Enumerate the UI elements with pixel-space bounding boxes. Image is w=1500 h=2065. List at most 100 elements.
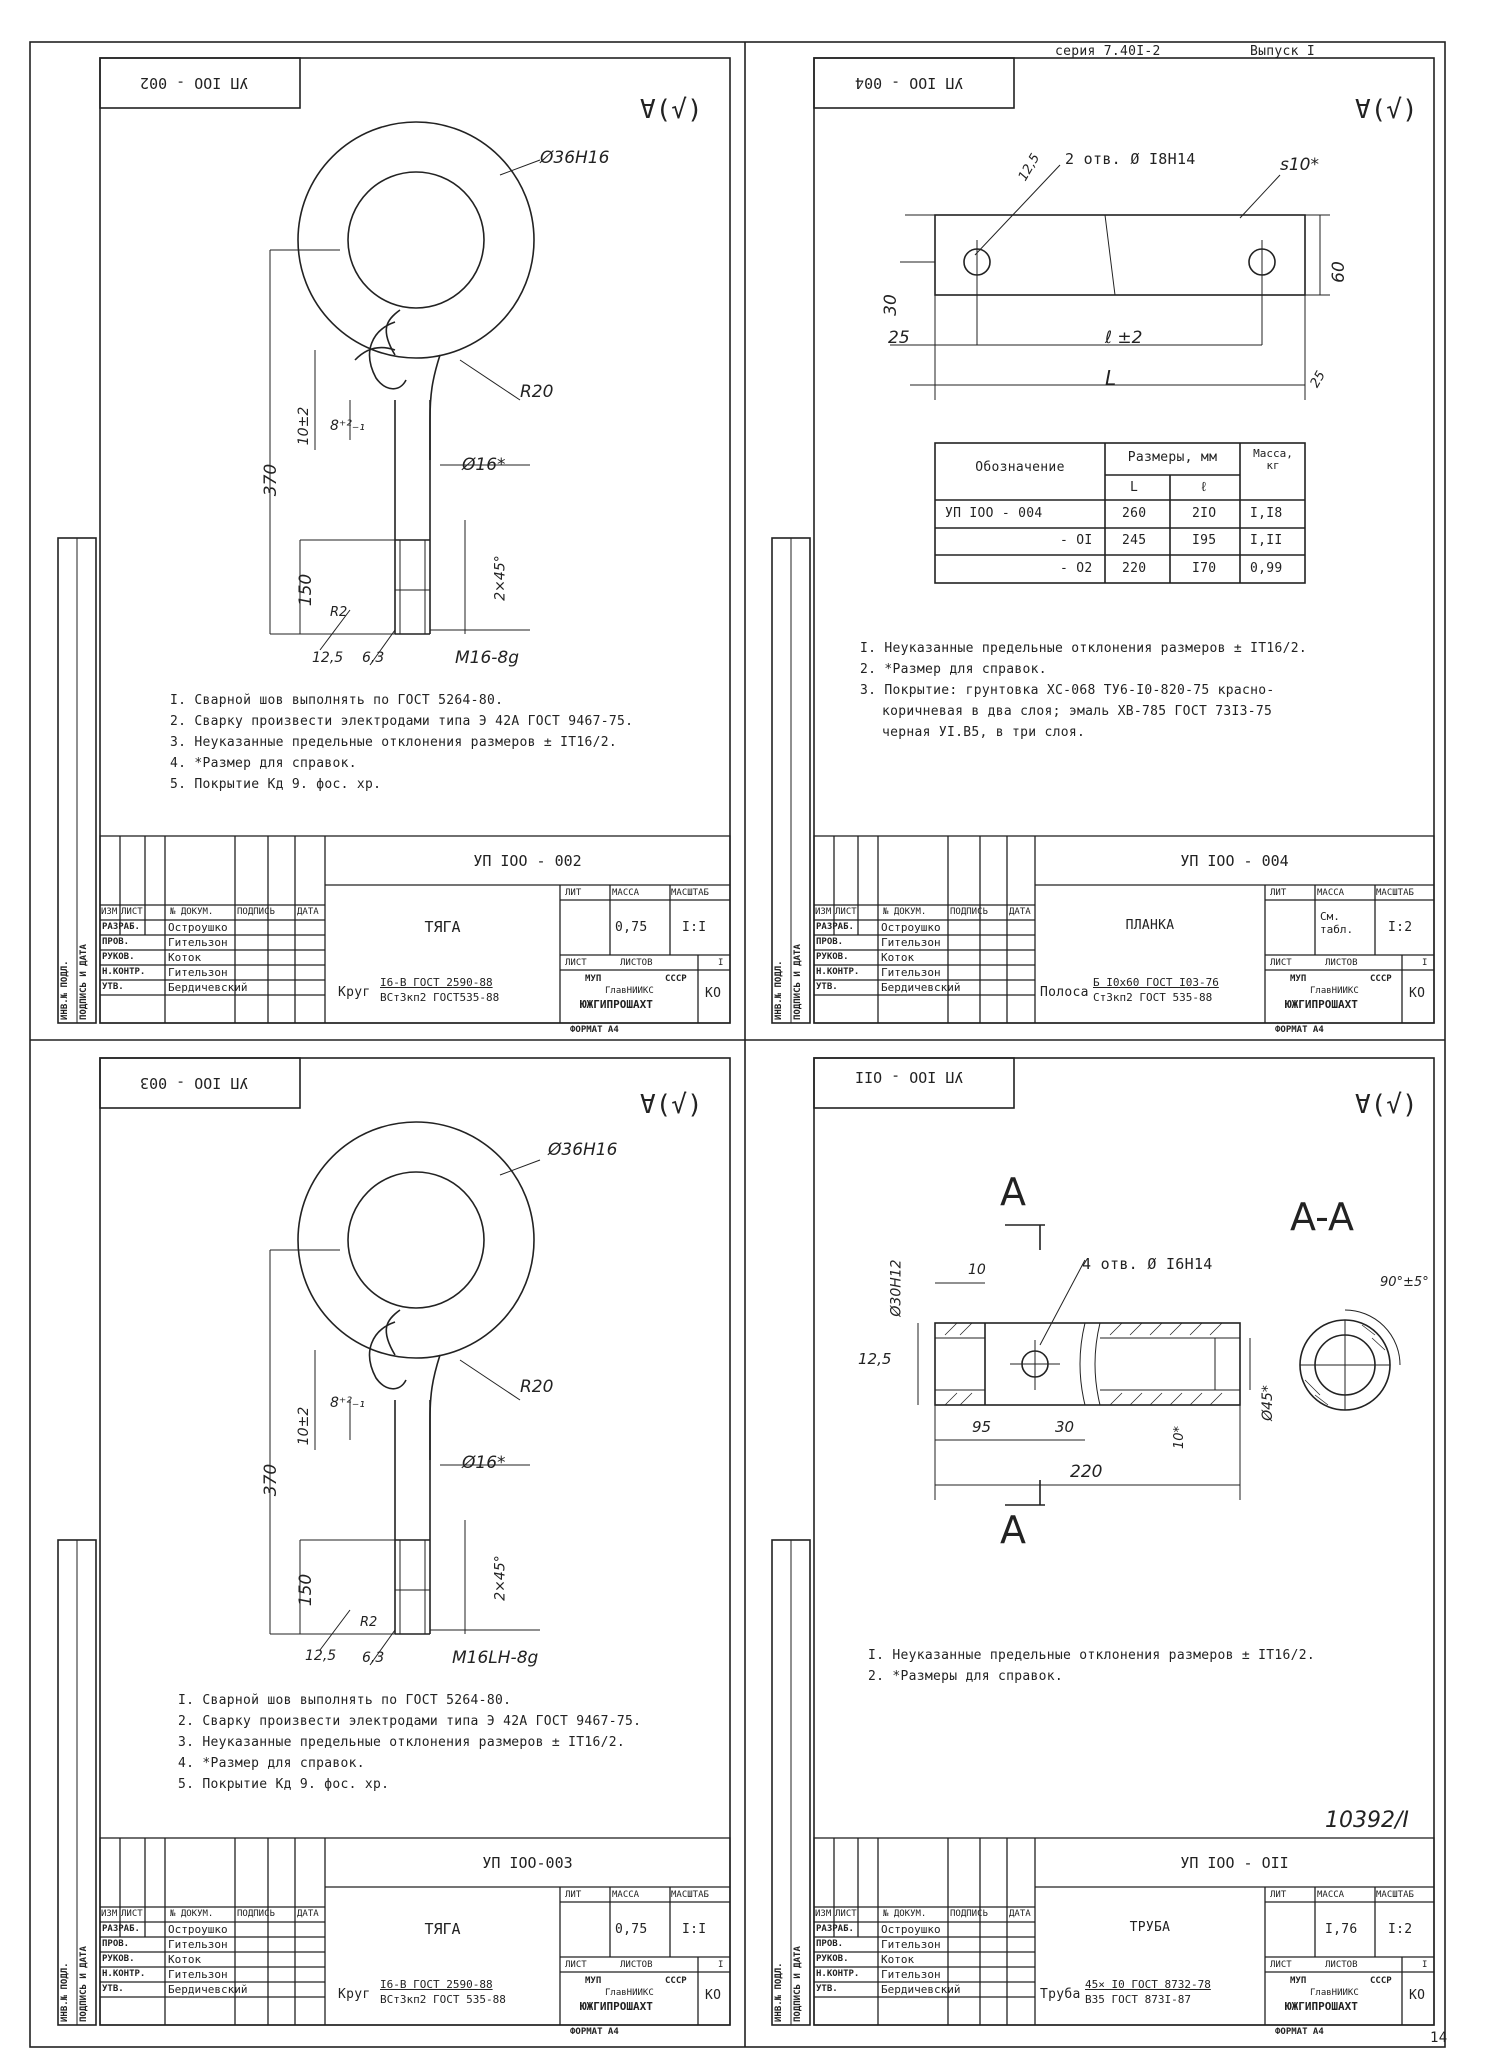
tb-doc-code: КО [705, 1988, 722, 2003]
note-line: черная УI.В5, в три слоя. [882, 725, 1086, 740]
tb-code: УП IOO-003 [482, 1854, 573, 1872]
tb-org-glav: ГлавНИИКС [605, 1988, 654, 1998]
table-cell: - O2 [1060, 561, 1093, 576]
dim-chamfer: 2×45° [492, 1555, 509, 1601]
table-cell: 2IO [1192, 506, 1217, 521]
tb-material-spec: Б I0х60 ГОСТ I03-76 [1093, 976, 1219, 989]
tb-material-spec: I6-В ГОСТ 2590-88 [380, 976, 493, 989]
tb-name: ПЛАНКА [1125, 918, 1175, 933]
note-line: 2. Сварку произвести электродами типа Э … [170, 714, 634, 729]
tb-list: ЛИСТ [565, 958, 587, 968]
dim-bore: Ø30H12 [888, 1259, 905, 1317]
tb-role: ПРОВ. [816, 1939, 844, 1949]
tb-listov: ЛИСТОВ [1325, 1960, 1358, 1970]
tb-material-spec: I6-В ГОСТ 2590-88 [380, 1978, 493, 1991]
tb-name: ТЯГА [424, 918, 461, 936]
tb-format: ФОРМАТ А4 [570, 1025, 619, 1035]
dim-rod-diameter: Ø16* [462, 455, 506, 475]
tb-person: Гительзон [881, 1968, 941, 1981]
tb-massa: МАССА [1317, 1890, 1345, 1900]
tb-person: Бердичевский [168, 1983, 248, 1996]
mirrored-code: УП IOO - OII [855, 1068, 964, 1086]
table-subheader-L: L [1130, 480, 1139, 495]
dim-outer-dia: Ø45* [1259, 1385, 1276, 1421]
note-line: 2. *Размер для справок. [860, 662, 1047, 677]
side-label-inv: ИНВ.№ ПОДЛ. [774, 960, 784, 1020]
tb-org-mup: МУП [585, 1976, 602, 1986]
tb-masshtab: МАСШТАБ [671, 1890, 709, 1900]
tb-col-date: ДАТА [1009, 907, 1031, 917]
note-line: I. Неуказанные предельные отклонения раз… [860, 641, 1307, 656]
tb-format: ФОРМАТ А4 [1275, 2027, 1324, 2037]
tb-role: РУКОВ. [102, 952, 135, 962]
tb-col-list: ЛИСТ [121, 907, 143, 917]
dim-height-30: 30 [880, 294, 901, 316]
tb-name: ТРУБА [1129, 1920, 1171, 1935]
tb-scale: I:2 [1388, 920, 1413, 935]
tb-mass: 0,75 [615, 1922, 648, 1937]
tb-col-date: ДАТА [297, 1909, 319, 1919]
tb-org-name: ЮЖГИПРОШАХТ [1285, 998, 1358, 1011]
tb-doc-code: КО [1409, 986, 1426, 1001]
tb-list-num: I [1422, 958, 1428, 968]
dim-thread-length: 150 [296, 573, 317, 607]
table-cell: I70 [1192, 561, 1217, 576]
tb-code: УП IOO - 002 [473, 852, 582, 870]
table-cell: I,II [1250, 533, 1283, 548]
tb-name: ТЯГА [424, 1920, 461, 1938]
tb-org-ussr: СССР [665, 1976, 687, 1986]
tb-person: Гительзон [168, 1938, 228, 1951]
note-line: 3. Неуказанные предельные отклонения раз… [178, 1735, 625, 1750]
tb-masshtab: МАСШТАБ [1376, 888, 1414, 898]
dim-30: 30 [1055, 1418, 1075, 1436]
table-header-sizes: Размеры, мм [1127, 450, 1218, 465]
tb-col-izm: ИЗМ [815, 1909, 832, 1919]
tb-person: Гительзон [881, 966, 941, 979]
tb-org-mup: МУП [1290, 1976, 1307, 1986]
tb-col-list: ЛИСТ [121, 1909, 143, 1919]
issue-label: Выпуск I [1250, 44, 1316, 59]
tb-masshtab: МАСШТАБ [1376, 1890, 1414, 1900]
dim-weld-8: 8⁺²₋₁ [330, 418, 365, 434]
tb-col-list: ЛИСТ [835, 907, 857, 917]
dim-weld-10: 10±2 [296, 406, 313, 446]
dim-height-60: 60 [1328, 261, 1349, 283]
dim-wall: 10* [1172, 1425, 1188, 1450]
note-line: 3. Покрытие: грунтовка ХС-068 ТУ6-I0-820… [860, 683, 1275, 698]
tb-mass: I,76 [1325, 1922, 1358, 1937]
dim-rough-63: 6,3 [362, 1650, 385, 1666]
tb-scale: I:I [682, 1922, 707, 1937]
tb-role: ПРОВ. [102, 1939, 130, 1949]
notes-block: I. Неуказанные предельные отклонения раз… [860, 638, 1307, 743]
tb-col-sign: ПОДПИСЬ [950, 1909, 988, 1919]
series-label: серия 7.40I-2 [1055, 44, 1161, 59]
tb-mass: 0,75 [615, 920, 648, 935]
tb-role: Н.КОНТР. [816, 1969, 860, 1979]
tb-col-doc: № ДОКУМ. [170, 907, 214, 917]
table-header-designation: Обозначение [975, 460, 1065, 475]
tb-list: ЛИСТ [565, 1960, 587, 1970]
tb-person: Коток [168, 1953, 202, 1966]
tb-listov: ЛИСТОВ [1325, 958, 1358, 968]
tb-masshtab: МАСШТАБ [671, 888, 709, 898]
tb-col-doc: № ДОКУМ. [883, 907, 927, 917]
note-line: 5. Покрытие Кд 9. фос. хр. [170, 777, 382, 792]
tb-list: ЛИСТ [1270, 958, 1292, 968]
note-line: 2. Сварку произвести электродами типа Э … [178, 1714, 642, 1729]
tb-col-izm: ИЗМ [101, 1909, 118, 1919]
note-line: I. Сварной шов выполнять по ГОСТ 5264-80… [170, 693, 504, 708]
tb-person: Гительзон [168, 1968, 228, 1981]
tb-person: Бердичевский [881, 1983, 961, 1996]
dim-r2: R2 [360, 1615, 378, 1630]
handwritten-stamp-number: 10392/I [1325, 1808, 1409, 1833]
tb-massa: МАССА [612, 1890, 640, 1900]
notes-block: I. Сварной шов выполнять по ГОСТ 5264-80… [178, 1690, 641, 1795]
tb-lit: ЛИТ [565, 888, 582, 898]
tb-role: РУКОВ. [816, 952, 849, 962]
tb-doc-code: КО [1409, 1988, 1426, 2003]
note-line: 4. *Размер для справок. [170, 756, 357, 771]
note-line: I. Неуказанные предельные отклонения раз… [868, 1648, 1315, 1663]
table-cell: - OI [1060, 533, 1093, 548]
tb-col-list: ЛИСТ [835, 1909, 857, 1919]
tb-org-ussr: СССР [1370, 1976, 1392, 1986]
